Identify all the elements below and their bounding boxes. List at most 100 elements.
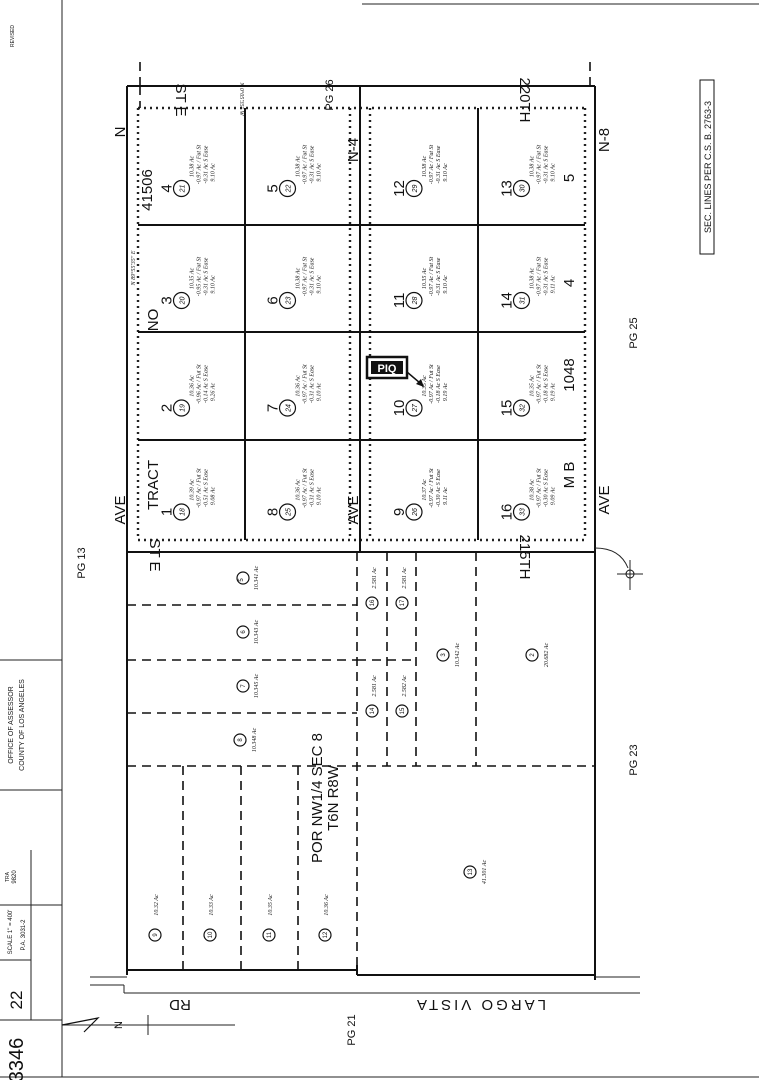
lot-area: 10.36 Ac xyxy=(190,375,196,397)
parcel-circle xyxy=(278,291,297,310)
parcel-number: 19 xyxy=(180,404,187,412)
lot-net-area: 9.11 Ac xyxy=(443,487,449,505)
street-st-e-mid: ST E xyxy=(146,538,163,571)
svg-text:9: 9 xyxy=(153,933,159,937)
svg-text:41.301 Ac: 41.301 Ac xyxy=(481,860,488,885)
lot-area: 10.35 Ac xyxy=(530,375,536,397)
page-ref-bottom: PG 21 xyxy=(346,1014,358,1045)
lot-future-street: -0.97 Ac / Fut St xyxy=(537,364,543,404)
lot-number: 4 xyxy=(159,184,176,192)
parcel-circle xyxy=(512,179,531,198)
lot-net-area: 9.08 Ac xyxy=(211,487,217,506)
piq-marker[interactable]: PIQ xyxy=(365,355,424,387)
svg-text:10: 10 xyxy=(208,931,214,938)
svg-text:10.345 Ac: 10.345 Ac xyxy=(253,674,260,699)
svg-text:13: 13 xyxy=(468,868,474,875)
map-book-label: M B xyxy=(561,462,578,489)
lot-slope-easement: -0.18 Ac S Ease xyxy=(544,365,550,403)
lot-net-area: 9.10 Ac xyxy=(443,163,449,182)
page-ref-lower-right: PG 23 xyxy=(628,744,640,775)
lot-future-street: -0.97 Ac / Fut St xyxy=(303,364,309,404)
street-ave-n4: N-4 xyxy=(345,138,362,162)
page-ref-right: PG 25 xyxy=(628,317,640,348)
page-ref-left: PG 13 xyxy=(76,547,88,578)
tract-no-label: NO xyxy=(145,309,162,332)
lot-future-street: -0.97 Ac / Fut St xyxy=(303,256,309,296)
parcel-circle xyxy=(172,399,191,417)
lot-future-street: -0.97 Ac / Fut St xyxy=(537,256,543,296)
lot-future-street: -0.95 Ac / Fut St xyxy=(197,256,203,296)
parcel-circle xyxy=(278,179,297,198)
lot-number: 1 xyxy=(159,508,176,516)
lot-net-area: 9.10 Ac xyxy=(317,163,323,182)
lot-future-street: -0.97 Ac / Fut St xyxy=(303,468,309,508)
boundaries xyxy=(90,60,643,994)
lot-slope-easement: -0.51 Ac S Ease xyxy=(204,469,210,507)
lot-area: 10.38 Ac xyxy=(530,268,536,290)
lot-number: 6 xyxy=(265,296,282,304)
parcel-13: 13 41.301 Ac xyxy=(463,860,488,885)
parcel-circle xyxy=(512,503,531,521)
lot-number: 16 xyxy=(499,504,516,521)
lot-net-area: 9.10 Ac xyxy=(551,163,557,182)
parcel-circle xyxy=(278,399,297,417)
parcel-circle xyxy=(512,291,531,310)
lot-number: 10 xyxy=(391,400,408,417)
parcel-circle xyxy=(405,503,423,521)
lot-net-area: 9.10 Ac xyxy=(211,275,217,294)
lot-slope-easement: -0.31 Ac S Ease xyxy=(204,257,210,295)
lot-number: 7 xyxy=(265,404,282,412)
lot-net-area: 9.10 Ac xyxy=(317,275,323,294)
lot-area: 10.35 Ac xyxy=(422,375,428,397)
lot-number: 5 xyxy=(265,184,282,192)
street-largo-vista: LARGO VISTA xyxy=(414,996,546,1013)
svg-text:10.348 Ac: 10.348 Ac xyxy=(251,728,258,753)
parcel-number: 30 xyxy=(520,185,527,193)
map-book-number: 1048 xyxy=(561,358,578,391)
lot-area: 10.36 Ac xyxy=(296,375,302,397)
svg-text:10.342 Ac: 10.342 Ac xyxy=(454,643,461,668)
lot-net-area: 9.26 Ac xyxy=(211,383,217,402)
lot-future-street: -0.97 Ac / Fut St xyxy=(429,468,435,508)
lot-area: 10.35 Ac xyxy=(422,268,428,290)
svg-text:6: 6 xyxy=(241,630,247,634)
svg-text:10.341 Ac: 10.341 Ac xyxy=(253,566,260,591)
parcel-number: 24 xyxy=(286,404,293,413)
lot-future-street: -0.97 Ac / Fut St xyxy=(429,364,435,404)
street-ave-n8: N-8 xyxy=(596,128,613,152)
revised-stamp: REVISED xyxy=(10,25,16,47)
street-labels: ST E ST E 220TH 215TH AVE N AVE N-4 AVE … xyxy=(112,77,613,1013)
svg-text:16: 16 xyxy=(370,599,376,606)
parcel-number: 25 xyxy=(286,508,293,517)
lot-slope-easement: -0.14 Ac S Ease xyxy=(203,365,210,403)
svg-text:10.32 Ac: 10.32 Ac xyxy=(154,894,160,916)
lot-slope-easement: -0.31 Ac S Ease xyxy=(436,145,442,183)
tract-label: TRACT xyxy=(145,460,162,510)
lot-future-street: -0.97 Ac / Fut St xyxy=(197,468,203,508)
lot-slope-easement: -0.31 Ac S Ease xyxy=(436,257,442,295)
svg-text:17: 17 xyxy=(400,599,406,606)
svg-text:12: 12 xyxy=(323,931,329,938)
